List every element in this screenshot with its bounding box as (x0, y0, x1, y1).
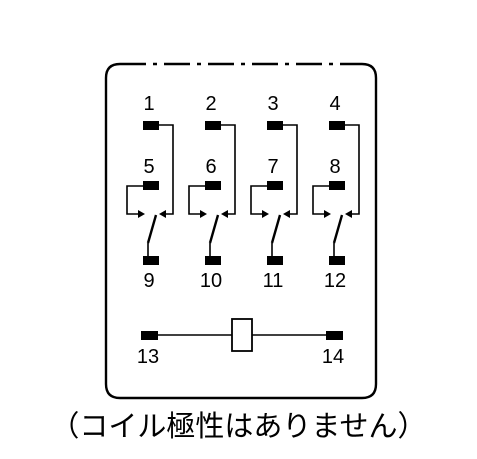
switch-blade (332, 214, 344, 244)
common-terminal (143, 121, 159, 130)
pin-label-common: 2 (205, 93, 216, 115)
pin-label-13: 13 (137, 346, 159, 368)
pin-label-nc: 6 (205, 156, 216, 178)
pin-label-no: 12 (324, 270, 346, 292)
coil: 13 14 (137, 318, 344, 368)
no-terminal (143, 256, 159, 265)
switch-blade (270, 214, 282, 244)
arrow-head (345, 210, 352, 218)
coil-polarity-note: （コイル極性はありません） (50, 409, 427, 443)
common-wire (159, 124, 174, 215)
nc-terminal (143, 181, 159, 190)
contact-groups: 1 5 9 2 6 10 3 7 11 4 8 12 (126, 93, 360, 292)
common-wire (283, 124, 298, 215)
pin-label-nc: 5 (143, 156, 154, 178)
pin-label-nc: 7 (267, 156, 278, 178)
common-terminal (267, 121, 283, 130)
arrow-head (159, 210, 166, 218)
coil-symbol (231, 318, 253, 352)
pin-label-no: 10 (200, 270, 222, 292)
coil-terminal-left (141, 331, 158, 340)
nc-terminal (205, 181, 221, 190)
pin-label-no: 11 (263, 270, 284, 292)
arrow-head (221, 210, 228, 218)
relay-pin-diagram: 1 5 9 2 6 10 3 7 11 4 8 12 13 14 (104, 62, 378, 400)
nc-terminal (329, 181, 345, 190)
switch-blade (208, 214, 220, 244)
nc-terminal (267, 181, 283, 190)
pin-label-common: 3 (267, 93, 278, 115)
no-terminal (329, 256, 345, 265)
pin-label-nc: 8 (329, 156, 340, 178)
arrow-head (138, 210, 145, 218)
arrow-head (324, 210, 331, 218)
arrow-head (262, 210, 269, 218)
no-terminal (267, 256, 283, 265)
common-wire (221, 124, 236, 215)
relay-outline (104, 62, 378, 400)
nc-wire (312, 185, 329, 215)
pin-label-common: 1 (143, 93, 154, 115)
common-terminal (205, 121, 221, 130)
nc-wire (188, 185, 205, 215)
arrow-head (200, 210, 207, 218)
pin-label-common: 4 (329, 93, 340, 115)
pin-label-14: 14 (322, 346, 344, 368)
coil-terminal-right (326, 331, 343, 340)
no-terminal (205, 256, 221, 265)
common-wire (345, 124, 360, 215)
arrow-head (283, 210, 290, 218)
switch-blade (146, 214, 158, 244)
common-terminal (329, 121, 345, 130)
pin-label-no: 9 (143, 270, 154, 292)
nc-wire (250, 185, 267, 215)
nc-wire (126, 185, 143, 215)
